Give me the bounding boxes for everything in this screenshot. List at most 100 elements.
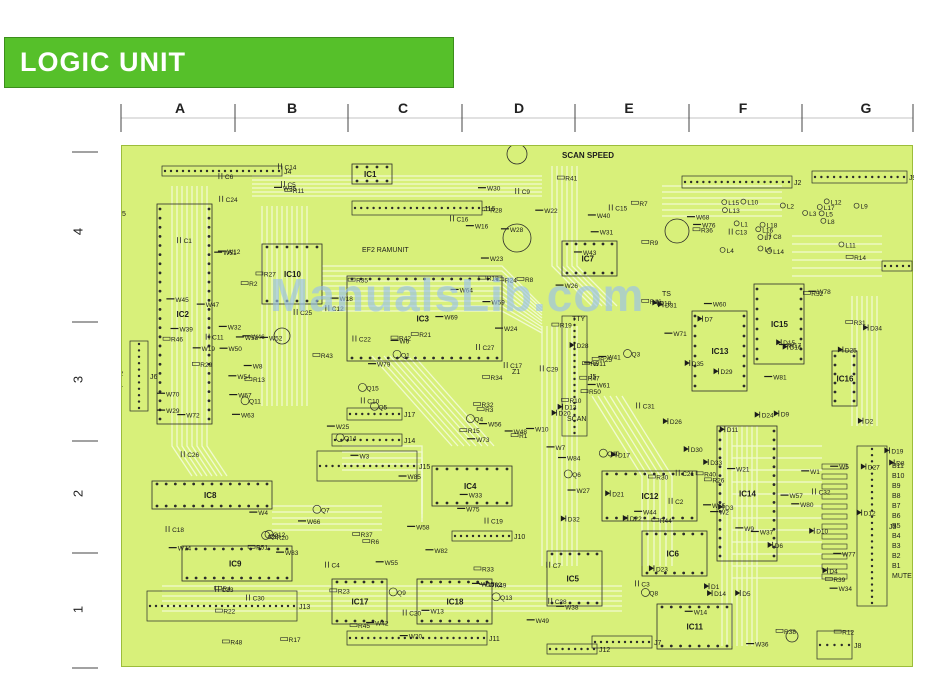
- ic-pin: [285, 547, 289, 551]
- ic-outline-ic17: [331, 578, 388, 625]
- connector-pin: [870, 484, 874, 488]
- connector-pin: [286, 604, 290, 608]
- ic-pin: [565, 271, 569, 275]
- ic-pin: [476, 619, 480, 623]
- jumper-w59: W59: [491, 300, 505, 307]
- ic-pin: [158, 308, 162, 311]
- jumper-w57: W57: [789, 493, 803, 500]
- ic-pin: [700, 571, 704, 575]
- connector-pin: [400, 464, 403, 468]
- ic-pin: [256, 482, 260, 486]
- inductor-coil: [816, 204, 823, 210]
- ic-pin: [742, 374, 746, 378]
- ic-pin: [693, 364, 697, 368]
- capacitor-c14: C14: [285, 164, 297, 171]
- diode-d9: D9: [781, 411, 790, 418]
- resistor-r44: R44: [660, 518, 672, 525]
- inductor-l2: L2: [787, 204, 795, 211]
- ic-pin: [681, 516, 684, 520]
- ic-pin: [353, 619, 357, 623]
- ic-pin: [772, 492, 776, 495]
- connector-pin: [348, 412, 352, 416]
- resistor-body: [647, 474, 656, 479]
- connector-label-j3: J3: [889, 524, 897, 531]
- ic-pin: [368, 277, 372, 281]
- connector-pin: [232, 604, 236, 608]
- ic-pin: [799, 337, 803, 341]
- jumper-w46: W46: [251, 334, 265, 341]
- resistor-r26: R26: [712, 477, 724, 484]
- connector-label-j6: J6: [150, 374, 158, 381]
- inductor-l9: L9: [861, 204, 869, 211]
- connector-pin: [205, 169, 209, 173]
- ic-pin: [377, 277, 381, 281]
- ic-pin: [194, 547, 198, 551]
- ic-pin: [718, 501, 722, 504]
- ic-pin: [158, 326, 162, 330]
- ic-pin: [350, 356, 354, 360]
- jumper-w14: W14: [694, 609, 708, 616]
- resistor-r19: R19: [560, 323, 572, 330]
- ic-pin: [207, 326, 211, 330]
- capacitor-c7: C7: [553, 563, 562, 570]
- ic-pin: [385, 165, 389, 169]
- ic-pin: [207, 298, 211, 302]
- resistor-r5: R5: [590, 361, 599, 368]
- resistor-bank-body: [821, 533, 848, 540]
- connector-pin: [250, 604, 254, 608]
- resistor-r2: R2: [249, 281, 258, 288]
- ic-pin: [468, 356, 472, 360]
- resistor-r40: R40: [704, 471, 716, 478]
- connector-pin: [154, 604, 158, 608]
- ic-pin: [386, 277, 390, 281]
- diode-symbol: [857, 417, 863, 424]
- connector-pin: [870, 558, 874, 562]
- connector-pin: [870, 583, 874, 586]
- ic-pin: [267, 547, 271, 551]
- jumper-w11: W11: [593, 361, 606, 368]
- connector-pin: [689, 180, 693, 184]
- inductor-l15: L15: [728, 200, 739, 207]
- connector-label-j4: J4: [284, 169, 292, 176]
- resistor-body: [496, 277, 505, 282]
- ic-pin: [586, 552, 590, 556]
- connector-pin: [446, 636, 449, 640]
- column-label-a: A: [174, 100, 186, 116]
- board-text-3: SCAN: [567, 416, 586, 423]
- connector-pin: [325, 464, 328, 468]
- diode-d31: D31: [665, 302, 677, 309]
- ic-label-ic9: IC9: [229, 560, 242, 569]
- ic-pin: [256, 504, 260, 508]
- diode-d13: D13: [565, 405, 577, 412]
- jumper-w24: W24: [504, 326, 518, 333]
- ic-pin: [435, 467, 439, 471]
- ic-pin: [386, 356, 390, 360]
- ic-pin: [583, 242, 587, 246]
- connector-label-j10: J10: [514, 534, 525, 541]
- inductor-coil: [757, 245, 764, 252]
- jumper-w85: W85: [408, 474, 422, 481]
- connector-pin: [350, 464, 353, 468]
- left-edge-label-sw2: SW2: [122, 371, 123, 378]
- jumper-w25: W25: [336, 424, 350, 431]
- resistor-r38: R38: [784, 629, 796, 636]
- diode-symbol: [809, 527, 815, 534]
- capacitor-c16: C16: [456, 216, 468, 223]
- connector-pin: [409, 636, 413, 640]
- resistor-bank-body: [821, 553, 848, 560]
- resistor-bank-body: [821, 463, 848, 470]
- transistor-body: [264, 529, 274, 539]
- inductor-l6: L6: [764, 246, 772, 253]
- jumper-w68: W68: [696, 215, 710, 222]
- board-text-0: SCAN SPEED: [562, 151, 614, 160]
- ic-pin: [633, 516, 637, 520]
- ic-pin: [207, 244, 211, 247]
- ic-pin: [693, 384, 697, 388]
- connector-pin: [567, 647, 571, 651]
- resistor-r32: R32: [482, 402, 494, 409]
- connector-pin: [738, 180, 742, 184]
- capacitor-c5: C5: [287, 182, 296, 189]
- jumper-w83: W83: [285, 550, 299, 557]
- connector-pin: [353, 438, 356, 442]
- resistor-r48: R48: [230, 639, 242, 646]
